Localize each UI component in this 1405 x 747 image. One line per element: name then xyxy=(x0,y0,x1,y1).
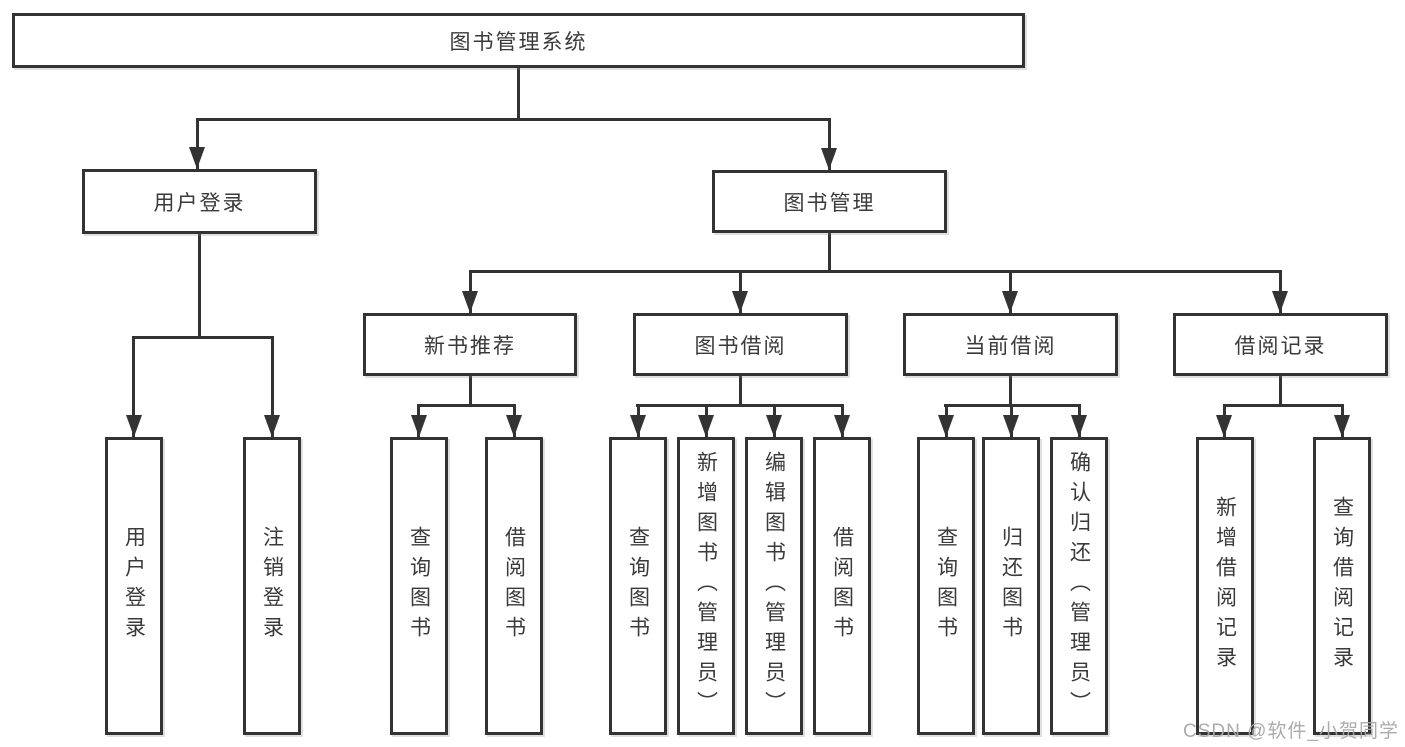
connector-bar xyxy=(196,118,831,121)
connector-line xyxy=(132,336,135,437)
node-label: 归还图书 xyxy=(999,526,1023,646)
connector-line xyxy=(1009,376,1012,404)
node-label: 编辑图书（管理员） xyxy=(762,451,786,721)
leaf-cb-confirm-return-admin: 确认归还（管理员） xyxy=(1050,437,1108,735)
node-label: 当前借阅 xyxy=(964,334,1057,358)
node-borrowing-records: 借阅记录 xyxy=(1173,313,1388,376)
connector-line xyxy=(198,234,201,336)
node-label: 图书管理系统 xyxy=(449,30,588,54)
arrowhead-down xyxy=(630,415,646,437)
arrowhead-down xyxy=(1272,291,1288,313)
leaf-cb-query-books: 查询图书 xyxy=(917,437,975,735)
connector-line xyxy=(739,376,742,404)
node-label: 用户登录 xyxy=(153,191,246,215)
connector-line xyxy=(271,336,274,437)
arrowhead-down xyxy=(1216,415,1232,437)
arrowhead-down xyxy=(506,415,522,437)
node-label: 新书推荐 xyxy=(424,334,516,358)
leaf-bb-edit-book-admin: 编辑图书（管理员） xyxy=(745,437,803,735)
arrowhead-down xyxy=(938,415,954,437)
connector-line xyxy=(517,68,520,118)
connector-line xyxy=(828,233,831,270)
connector-bar xyxy=(469,270,1281,273)
arrowhead-down xyxy=(126,415,142,437)
connector-line xyxy=(196,118,199,169)
connector-bar xyxy=(636,404,844,407)
node-label: 注销登录 xyxy=(260,526,284,646)
leaf-nb-query-books: 查询图书 xyxy=(390,437,448,735)
node-label: 借阅图书 xyxy=(502,526,526,646)
leaf-user-login: 用户登录 xyxy=(105,437,163,735)
leaf-nb-borrow-books: 借阅图书 xyxy=(485,437,543,735)
node-label: 用户登录 xyxy=(122,526,146,646)
leaf-br-add-borrow-record: 新增借阅记录 xyxy=(1196,437,1254,735)
leaf-br-query-borrow-record: 查询借阅记录 xyxy=(1313,437,1371,735)
node-label: 查询图书 xyxy=(407,526,431,646)
node-library-management-system: 图书管理系统 xyxy=(12,13,1025,68)
connector-bar xyxy=(417,404,516,407)
node-label: 确认归还（管理员） xyxy=(1067,451,1091,721)
leaf-bb-add-book-admin: 新增图书（管理员） xyxy=(677,437,735,735)
arrowhead-down xyxy=(189,147,205,169)
node-label: 借阅图书 xyxy=(830,526,854,646)
leaf-bb-borrow-books: 借阅图书 xyxy=(813,437,871,735)
node-label: 查询图书 xyxy=(626,526,650,646)
leaf-logout: 注销登录 xyxy=(243,437,301,735)
connector-line xyxy=(469,376,472,404)
arrowhead-down xyxy=(732,291,748,313)
connector-line xyxy=(1279,376,1282,404)
node-label: 新增图书（管理员） xyxy=(694,451,718,721)
node-label: 借阅记录 xyxy=(1234,334,1327,358)
arrowhead-down xyxy=(462,291,478,313)
arrowhead-down xyxy=(264,415,280,437)
node-current-borrowing: 当前借阅 xyxy=(903,313,1118,376)
arrowhead-down xyxy=(1002,291,1018,313)
arrowhead-down xyxy=(766,415,782,437)
arrowhead-down xyxy=(821,148,837,170)
connector-line xyxy=(828,118,831,170)
node-label: 查询借阅记录 xyxy=(1330,496,1354,676)
arrowhead-down xyxy=(411,415,427,437)
arrowhead-down xyxy=(698,415,714,437)
arrowhead-down xyxy=(834,415,850,437)
node-book-management: 图书管理 xyxy=(712,170,947,233)
node-label: 图书借阅 xyxy=(694,334,787,358)
node-label: 图书管理 xyxy=(783,191,876,215)
arrowhead-down xyxy=(1071,415,1087,437)
connector-bar xyxy=(1223,404,1343,407)
csdn-watermark: CSDN @软件_小贺同学 xyxy=(1183,721,1399,742)
node-user-login: 用户登录 xyxy=(82,169,317,234)
node-book-borrowing: 图书借阅 xyxy=(633,313,848,376)
leaf-cb-return-books: 归还图书 xyxy=(982,437,1040,735)
leaf-bb-query-books: 查询图书 xyxy=(609,437,667,735)
arrowhead-down xyxy=(1003,415,1019,437)
node-new-book-recommendation: 新书推荐 xyxy=(363,313,577,376)
connector-bar xyxy=(132,336,273,339)
node-label: 查询图书 xyxy=(934,526,958,646)
node-label: 新增借阅记录 xyxy=(1213,496,1237,676)
arrowhead-down xyxy=(1334,415,1350,437)
